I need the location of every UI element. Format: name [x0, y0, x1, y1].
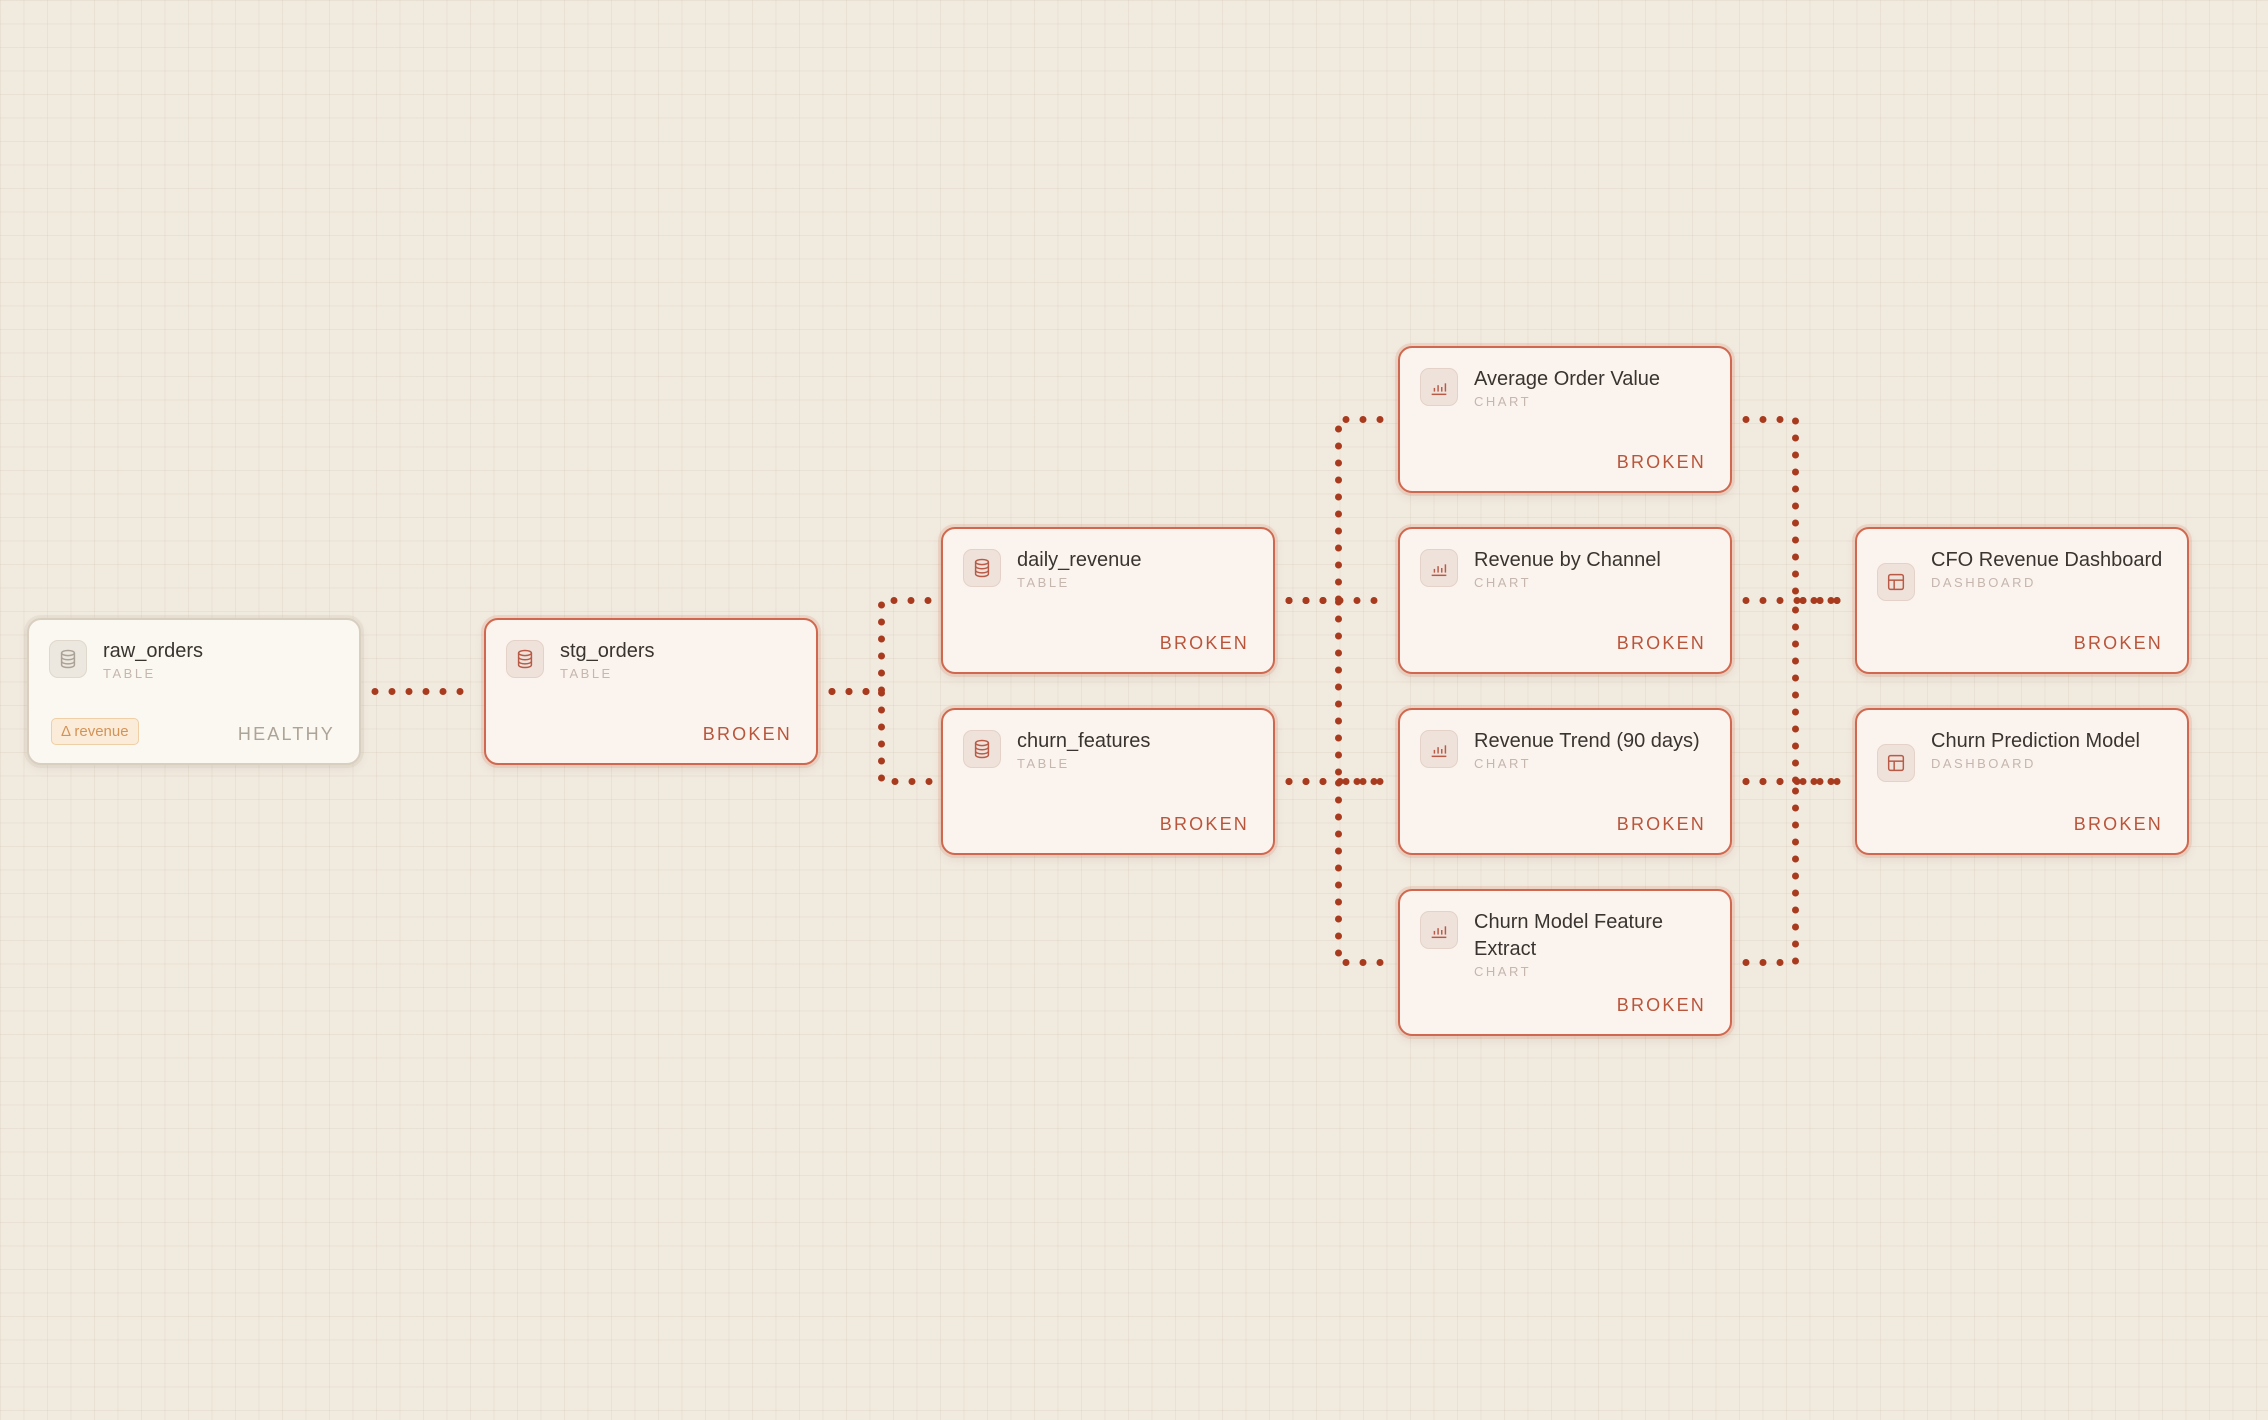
node-type: CHART — [1474, 964, 1532, 979]
node-title: Churn Prediction Model — [1931, 730, 2140, 752]
node-type: CHART — [1474, 394, 1532, 409]
node-type: CHART — [1474, 756, 1532, 771]
node-type: TABLE — [560, 666, 613, 681]
edge-stg_orders-to-daily_revenue — [828, 597, 935, 695]
bar-chart-icon — [1420, 368, 1458, 406]
node-churn-features[interactable]: churn_features TABLE BROKEN — [941, 708, 1275, 855]
status-label: BROKEN — [1159, 814, 1249, 834]
node-type: TABLE — [1017, 575, 1070, 590]
node-type: DASHBOARD — [1931, 575, 2036, 590]
node-churn-model-feature-extract[interactable]: Churn Model Feature Extract CHART BROKEN — [1398, 889, 1732, 1036]
bar-chart-icon — [1420, 549, 1458, 587]
bar-chart-icon — [1420, 911, 1458, 949]
node-revenue-trend[interactable]: Revenue Trend (90 days) CHART BROKEN — [1398, 708, 1732, 855]
node-title: raw_orders — [103, 640, 204, 662]
edge-revenue_trend-to-cfo_dashboard — [1742, 597, 1849, 785]
dashboard-icon — [1877, 744, 1915, 782]
status-label: BROKEN — [1159, 633, 1249, 653]
dashboard-icon — [1877, 563, 1915, 601]
database-icon — [963, 549, 1001, 587]
node-cfo-revenue-dashboard[interactable]: CFO Revenue Dashboard DASHBOARD BROKEN — [1855, 527, 2189, 674]
node-title: CFO Revenue Dashboard — [1931, 549, 2163, 571]
edge-daily_revenue-to-revenue_trend — [1285, 597, 1392, 785]
node-title: daily_revenue — [1017, 549, 1142, 571]
status-label: BROKEN — [1616, 452, 1706, 472]
edge-churn_model_extract-to-churn_prediction — [1742, 778, 1849, 966]
node-title: Churn Model Feature Extract — [1474, 911, 1663, 960]
status-label: BROKEN — [1616, 814, 1706, 834]
status-label: BROKEN — [1616, 633, 1706, 653]
status-label: BROKEN — [702, 724, 792, 744]
node-type: DASHBOARD — [1931, 756, 2036, 771]
node-type: TABLE — [103, 666, 156, 681]
node-churn-prediction-model[interactable]: Churn Prediction Model DASHBOARD BROKEN — [1855, 708, 2189, 855]
node-stg-orders[interactable]: stg_orders TABLE BROKEN — [484, 618, 818, 765]
edge-daily_revenue-to-avg_order_value — [1285, 416, 1392, 604]
node-revenue-by-channel[interactable]: Revenue by Channel CHART BROKEN — [1398, 527, 1732, 674]
node-average-order-value[interactable]: Average Order Value CHART BROKEN — [1398, 346, 1732, 493]
status-label: HEALTHY — [237, 724, 335, 744]
node-title: stg_orders — [560, 640, 655, 662]
database-icon — [49, 640, 87, 678]
node-title: churn_features — [1017, 730, 1151, 752]
status-label: BROKEN — [1616, 995, 1706, 1015]
status-label: BROKEN — [2073, 814, 2163, 834]
node-title: Average Order Value — [1474, 368, 1661, 390]
change-badge: Δ revenue — [51, 718, 139, 745]
database-icon — [963, 730, 1001, 768]
node-type: CHART — [1474, 575, 1532, 590]
bar-chart-icon — [1420, 730, 1458, 768]
edge-churn_features-to-churn_model_extract — [1285, 778, 1392, 966]
node-raw-orders[interactable]: raw_orders TABLE Δ revenue HEALTHY — [27, 618, 361, 765]
node-daily-revenue[interactable]: daily_revenue TABLE BROKEN — [941, 527, 1275, 674]
edge-avg_order_value-to-cfo_dashboard — [1742, 416, 1849, 604]
node-title: Revenue by Channel — [1474, 549, 1661, 571]
database-icon — [506, 640, 544, 678]
edge-stg_orders-to-churn_features — [828, 688, 935, 785]
node-type: TABLE — [1017, 756, 1070, 771]
node-title: Revenue Trend (90 days) — [1474, 730, 1700, 752]
status-label: BROKEN — [2073, 633, 2163, 653]
